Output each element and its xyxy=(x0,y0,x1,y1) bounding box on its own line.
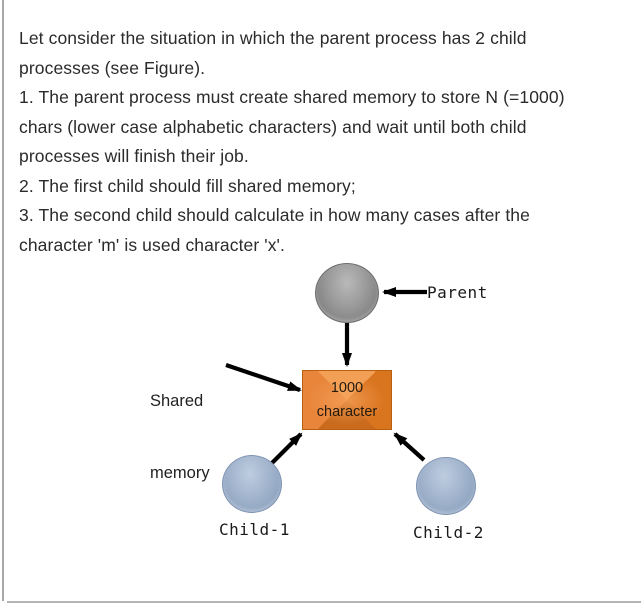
memory-box-unit-label: character xyxy=(316,404,378,420)
left-border-line xyxy=(2,0,4,601)
bottom-border-line xyxy=(7,601,641,603)
child2-label: Child-2 xyxy=(413,523,484,542)
paragraph-line: chars (lower case alphabetic characters)… xyxy=(19,116,527,137)
child2-process-node xyxy=(416,457,476,515)
child1-process-node xyxy=(222,455,282,513)
problem-statement: Let consider the situation in which the … xyxy=(19,24,625,260)
parent-label: Parent xyxy=(427,283,488,302)
paragraph-line: 2. The first child should fill shared me… xyxy=(19,175,356,196)
paragraph-line: character 'm' is used character 'x'. xyxy=(19,234,285,255)
paragraph-line: processes will finish their job. xyxy=(19,146,249,166)
shared-memory-box: 1000 character xyxy=(302,370,392,430)
shared-memory-label-line1: Shared xyxy=(150,392,204,410)
shared-memory-label-line2: memory xyxy=(150,464,210,482)
paragraph-line: processes (see Figure). xyxy=(19,57,206,78)
paragraph-line: Let consider the situation in which the … xyxy=(19,28,527,48)
child2-to-memory-arrow xyxy=(393,432,426,462)
paragraph-line: 3. The second child should calculate in … xyxy=(19,205,530,225)
shared-memory-pointer-arrow xyxy=(225,363,302,392)
shared-memory-label: Shared memory xyxy=(150,341,210,533)
paragraph-line: 1. The parent process must create shared… xyxy=(19,87,565,107)
memory-box-size-label: 1000 xyxy=(330,380,364,396)
parent-process-node xyxy=(315,263,379,323)
child1-label: Child-1 xyxy=(219,520,290,539)
child1-to-memory-arrow xyxy=(270,432,303,465)
